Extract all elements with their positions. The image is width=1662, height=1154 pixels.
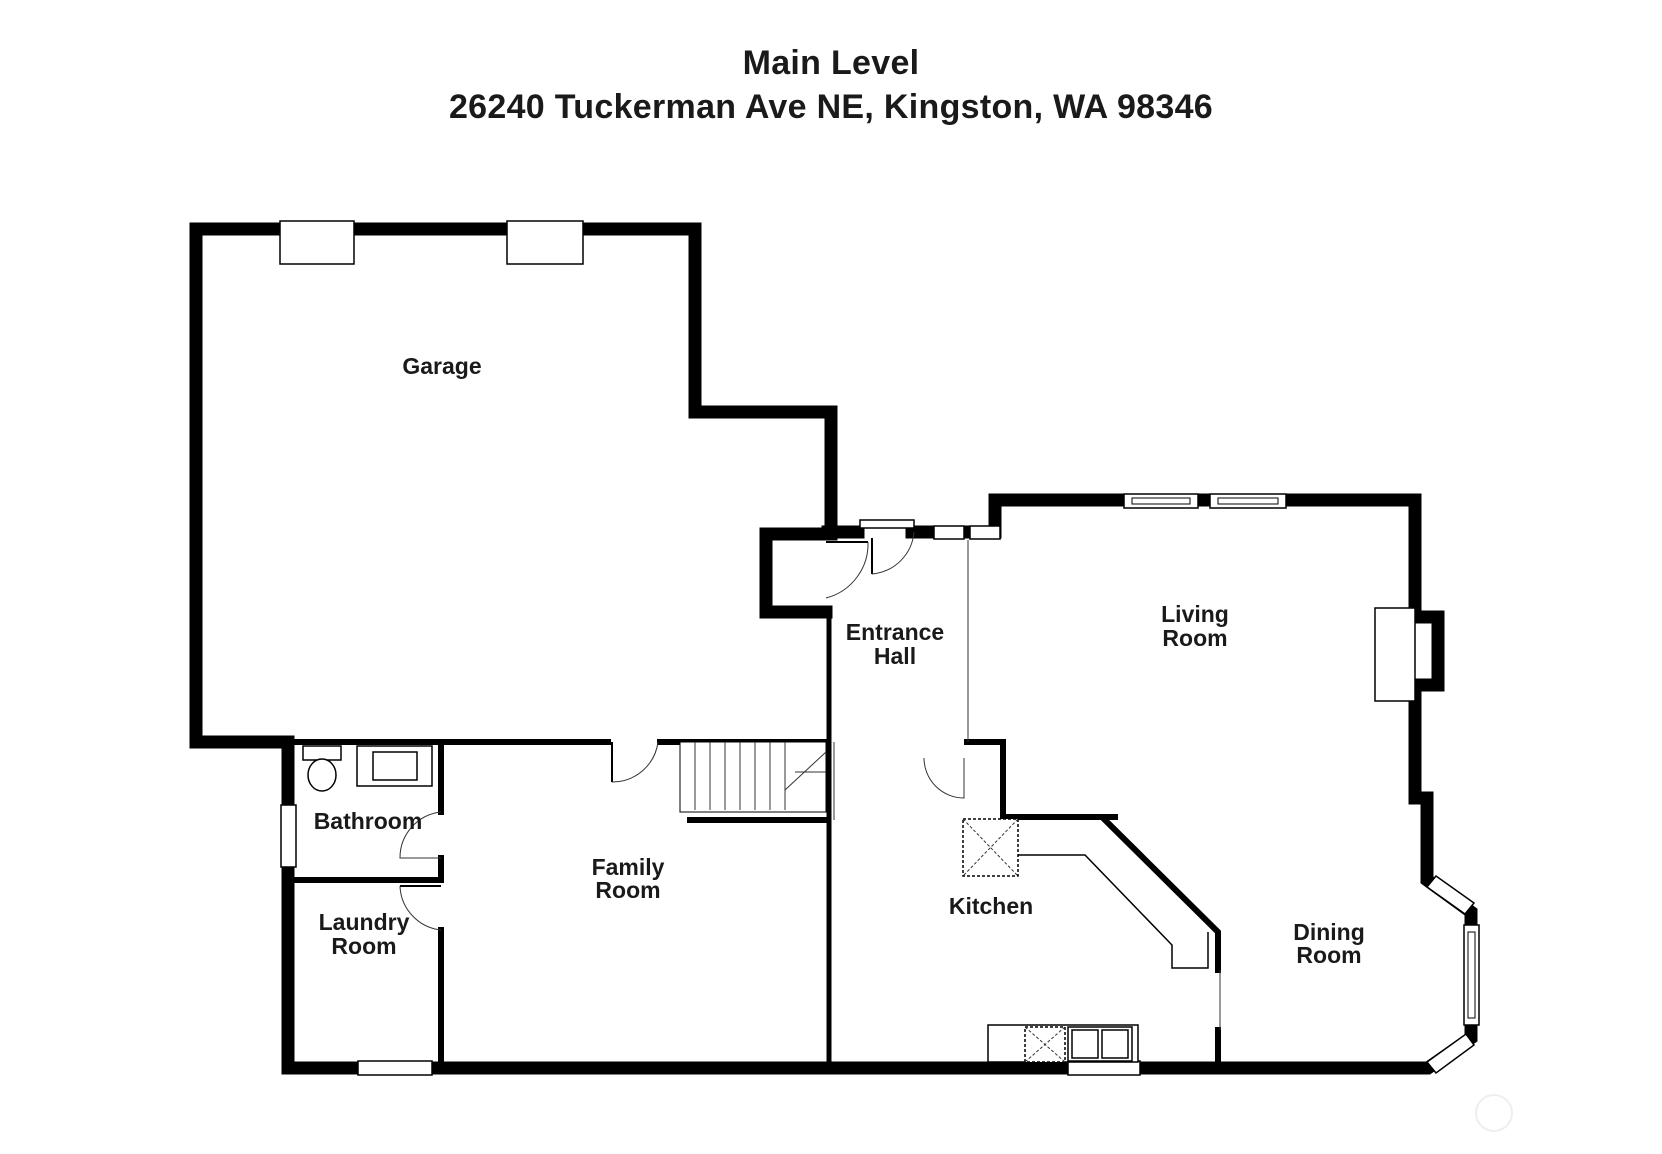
staircase	[679, 741, 827, 813]
label-dining-room-1: Dining	[1293, 919, 1365, 945]
kitchen-sink-icon	[1067, 1026, 1133, 1062]
bath-window	[280, 804, 297, 868]
label-entrance-hall-2: Hall	[874, 643, 916, 669]
closet-walls	[759, 527, 838, 619]
pantry-wall	[964, 739, 1118, 820]
sidelight-left	[933, 525, 965, 540]
laundry-door	[399, 885, 442, 931]
label-entrance-hall-1: Entrance	[846, 619, 944, 645]
label-kitchen: Kitchen	[949, 893, 1033, 919]
sink-icon	[356, 745, 433, 787]
garage-family-door	[611, 741, 659, 783]
label-garage: Garage	[402, 353, 481, 379]
range-icon	[962, 818, 1019, 877]
garage-window-right	[506, 220, 584, 265]
kitchen-window	[1067, 1060, 1141, 1076]
label-family-room-2: Room	[595, 877, 660, 903]
fireplace-hearth	[1374, 607, 1416, 702]
label-family-room-1: Family	[592, 854, 665, 880]
sidelight-right	[969, 525, 1001, 540]
bath-door	[399, 811, 442, 859]
closet-door	[825, 541, 869, 599]
laundry-window	[357, 1060, 433, 1076]
peninsula-wall	[1100, 815, 1221, 973]
kitchen-counter	[1018, 854, 1209, 969]
toilet-icon	[302, 745, 342, 792]
label-bathroom: Bathroom	[314, 808, 423, 834]
watermark-logo	[1475, 1094, 1513, 1132]
living-window-2	[1209, 493, 1287, 509]
living-window-1	[1123, 493, 1199, 509]
garage-window-left	[279, 220, 355, 265]
label-dining-room-2: Room	[1296, 942, 1361, 968]
label-laundry-room-2: Room	[331, 933, 396, 959]
plan-address: 26240 Tuckerman Ave NE, Kingston, WA 983…	[448, 88, 1214, 126]
entry-door	[859, 519, 915, 575]
label-living-room-2: Room	[1162, 625, 1227, 651]
dining-bay-windows	[1425, 874, 1480, 1075]
label-living-room-1: Living	[1161, 601, 1229, 627]
entrance-front-wall	[821, 493, 1422, 624]
label-laundry-room-1: Laundry	[319, 909, 410, 935]
plan-title: Main Level	[742, 44, 920, 82]
garage-walls	[189, 222, 838, 749]
pantry-door	[923, 757, 965, 799]
